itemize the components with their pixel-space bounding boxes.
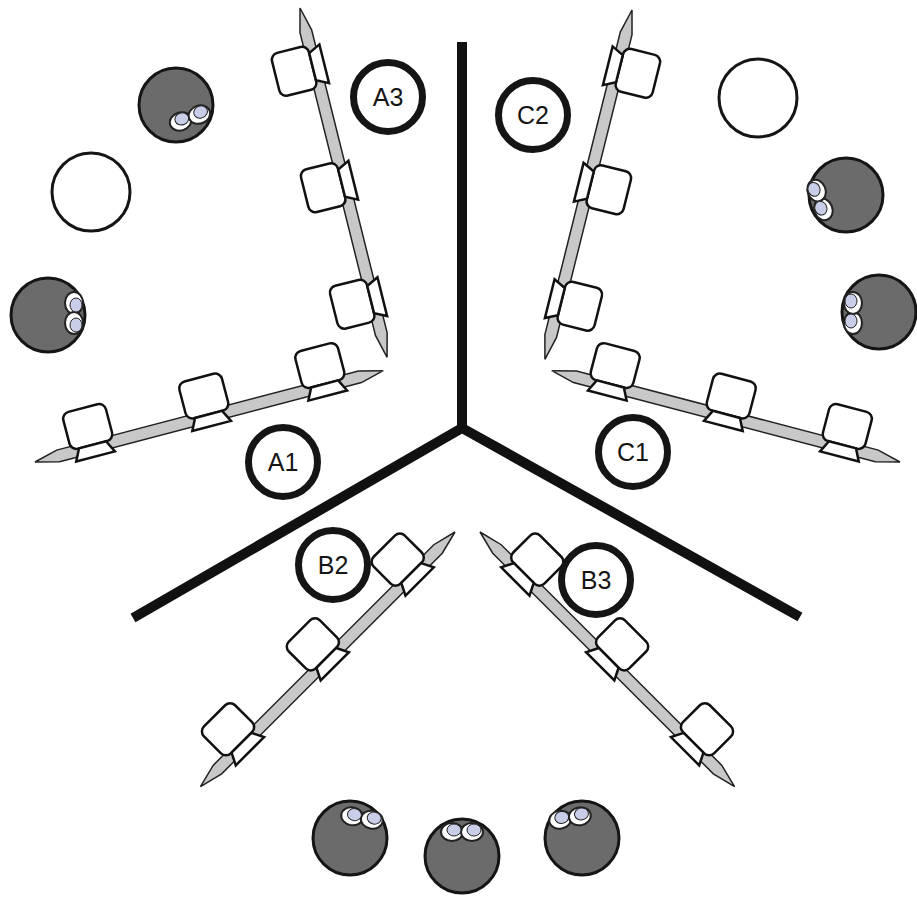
callout-label: C2 [517, 103, 549, 128]
label-circle: A1 [245, 424, 321, 500]
camera-rig [25, 6, 910, 794]
divider [133, 42, 800, 618]
callout-label: B3 [581, 568, 612, 593]
callout-label: A1 [268, 450, 299, 475]
label-circle: B3 [558, 542, 634, 618]
person [11, 68, 916, 893]
empty-seat [52, 59, 797, 231]
label-circle: C1 [595, 414, 671, 490]
callout-label: B2 [318, 553, 349, 578]
label-circle: C2 [495, 77, 571, 153]
label-circle: A3 [350, 59, 426, 135]
callout-label: C1 [617, 440, 649, 465]
callout-label: A3 [373, 85, 404, 110]
label-circle: B2 [295, 527, 371, 603]
